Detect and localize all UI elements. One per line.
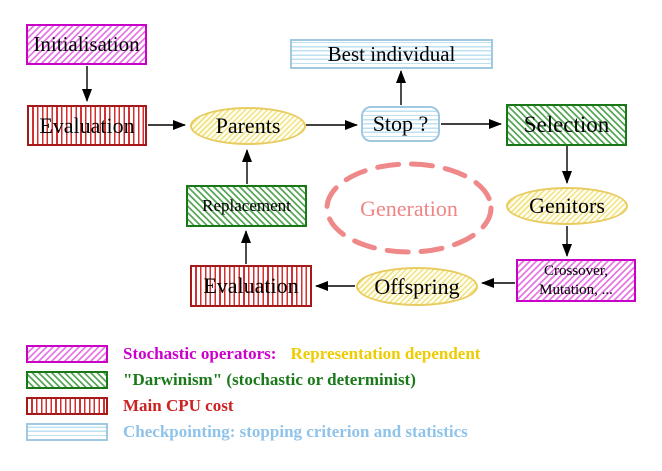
crossover-line1: Crossover,	[544, 262, 608, 279]
legend-label-representation-dependent: Representation dependent	[290, 344, 481, 363]
legend-row-darwinism: "Darwinism" (stochastic or determinist)	[26, 370, 416, 390]
legend-swatch-green-hatch	[26, 371, 108, 389]
node-stop: Stop ?	[361, 106, 440, 142]
node-evaluation-top: Evaluation	[27, 105, 147, 146]
legend-label-darwinism: "Darwinism" (stochastic or determinist)	[123, 370, 416, 389]
node-selection: Selection	[506, 104, 627, 146]
node-initialisation: Initialisation	[26, 24, 147, 65]
legend-row-checkpointing: Checkpointing: stopping criterion and st…	[26, 422, 468, 442]
crossover-line2: Mutation, ...	[539, 281, 613, 298]
legend-row-main-cpu-cost: Main CPU cost	[26, 396, 233, 416]
legend-label-stochastic-operators: Stochastic operators:	[123, 344, 277, 363]
node-parents: Parents	[190, 107, 306, 145]
node-genitors: Genitors	[506, 187, 628, 225]
legend-label-checkpointing: Checkpointing: stopping criterion and st…	[123, 422, 468, 441]
node-evaluation-bottom: Evaluation	[190, 265, 312, 307]
legend-swatch-cyan-stripes	[26, 423, 108, 441]
legend-row-stochastic-operators: Stochastic operators: Representation dep…	[26, 344, 480, 364]
node-crossover-mutation: Crossover, Mutation, ...	[516, 259, 636, 302]
legend-swatch-red-stripes	[26, 397, 108, 415]
legend-swatch-magenta-hatch	[26, 345, 108, 363]
node-offspring: Offspring	[356, 267, 478, 306]
legend-label-main-cpu-cost: Main CPU cost	[123, 396, 234, 415]
node-replacement: Replacement	[186, 185, 307, 227]
generation-label: Generation	[360, 196, 458, 221]
node-best-individual: Best individual	[290, 39, 493, 69]
